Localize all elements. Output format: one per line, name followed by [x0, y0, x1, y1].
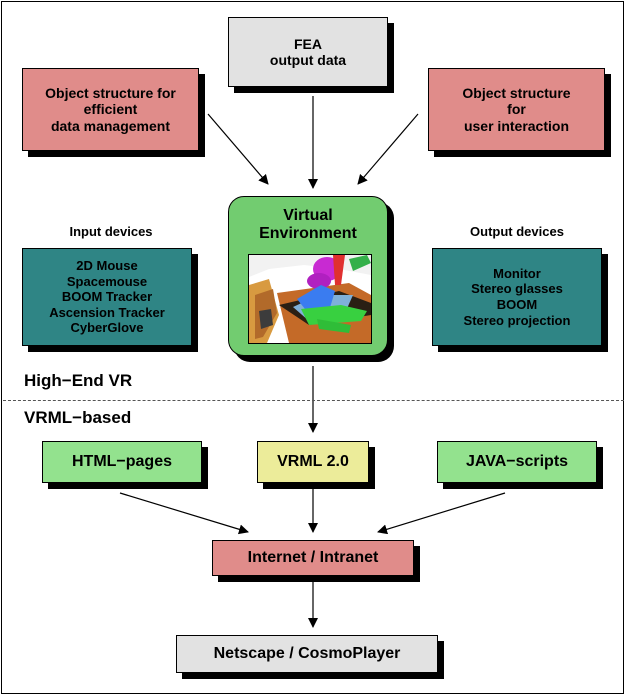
output-devices-label: Output devices	[470, 224, 564, 239]
object-structure-data-box: Object structure for efficient data mana…	[22, 68, 199, 151]
input-devices-label: Input devices	[69, 224, 153, 239]
arrow-java-to-internet	[377, 492, 506, 535]
arrow-objdata-to-ve	[207, 113, 269, 185]
fea-output-box: FEA output data	[228, 17, 388, 87]
virtual-environment-box: Virtual Environment	[228, 196, 388, 356]
arrow-html-to-internet	[119, 492, 249, 535]
input-devices-box: 2D Mouse Spacemouse BOOM Tracker Ascensi…	[22, 248, 192, 346]
html-pages-box: HTML−pages	[42, 441, 202, 483]
java-scripts-box: JAVA−scripts	[437, 441, 597, 483]
object-structure-interaction-box: Object structure for user interaction	[428, 68, 605, 151]
vrml-box: VRML 2.0	[257, 441, 369, 483]
section-divider	[3, 400, 624, 401]
arrow-objuser-to-ve	[357, 113, 419, 185]
vrml-based-label: VRML−based	[24, 408, 132, 427]
internet-intranet-box: Internet / Intranet	[212, 540, 414, 576]
crash-simulation-image	[248, 254, 372, 344]
virtual-environment-title: Virtual Environment	[259, 207, 357, 242]
output-devices-box: Monitor Stereo glasses BOOM Stereo proje…	[432, 248, 602, 346]
high-end-vr-label: High−End VR	[24, 371, 133, 390]
netscape-cosmoplayer-box: Netscape / CosmoPlayer	[176, 635, 438, 673]
